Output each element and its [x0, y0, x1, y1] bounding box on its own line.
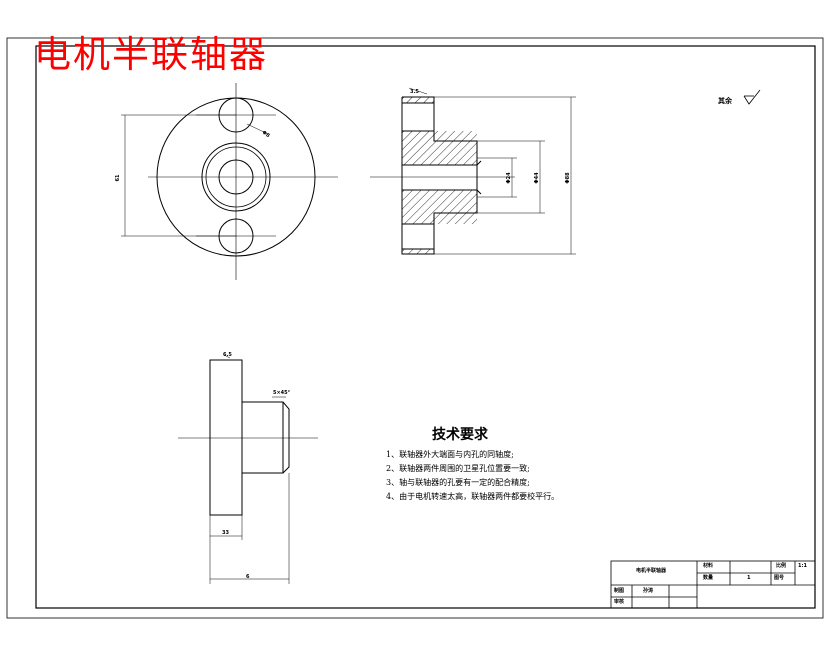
hole-dia-dim: Φ8 [261, 130, 271, 140]
tb-scale-value: 1:1 [798, 563, 807, 569]
bore-outer-dim: Φ44 [534, 172, 540, 184]
tech-item-3: 3、轴与联轴器的孔要有一定的配合精度; [386, 478, 530, 487]
tech-item-2: 2、联轴器两件周围的卫星孔位置要一致; [386, 464, 530, 473]
tb-material-label: 材料 [703, 563, 714, 569]
title-block [610, 560, 816, 609]
tb-designer-value: 孙涛 [643, 588, 654, 594]
tb-part-name: 电机半联轴器 [636, 568, 667, 574]
tech-item-4: 4、由于电机转速太高，联轴器两件都要校平行。 [386, 492, 560, 501]
roughness-note: 其余 [718, 97, 732, 105]
chamfer-dim: 5×45° [273, 390, 291, 396]
tb-designer-label: 制图 [614, 588, 625, 594]
tb-drawing-no-label: 图号 [774, 575, 785, 581]
tech-requirements-heading: 技术要求 [432, 427, 488, 443]
tb-quantity-value: 1 [747, 575, 751, 581]
tb-scale-label: 比例 [776, 563, 787, 569]
bottom-flange-top-dim: 6.5 [223, 352, 232, 358]
bore-inner-dim: Φ24 [506, 172, 512, 184]
front-view [121, 83, 338, 280]
tb-reviewer-label: 审核 [614, 599, 625, 605]
width-small-dim: 33 [222, 530, 229, 536]
tech-item-1: 1、联轴器外大端面与内孔的同轴度; [386, 450, 514, 459]
width-total-dim: 6 [246, 574, 250, 580]
inner-border [35, 45, 816, 609]
front-height-dim: 61 [115, 174, 121, 181]
front-height-dim-label-group: 61 Φ8 [115, 130, 271, 182]
roughness-symbol-icon [743, 89, 761, 105]
tb-quantity-label: 数量 [703, 575, 714, 581]
side-section-view [370, 87, 576, 255]
outer-dia-dim: Φ88 [565, 172, 571, 184]
side-top-dim: 3.5 [410, 89, 419, 95]
drawing-title-watermark: 电机半联轴器 [34, 33, 268, 76]
bottom-view [178, 354, 318, 584]
outer-border [6, 37, 824, 619]
